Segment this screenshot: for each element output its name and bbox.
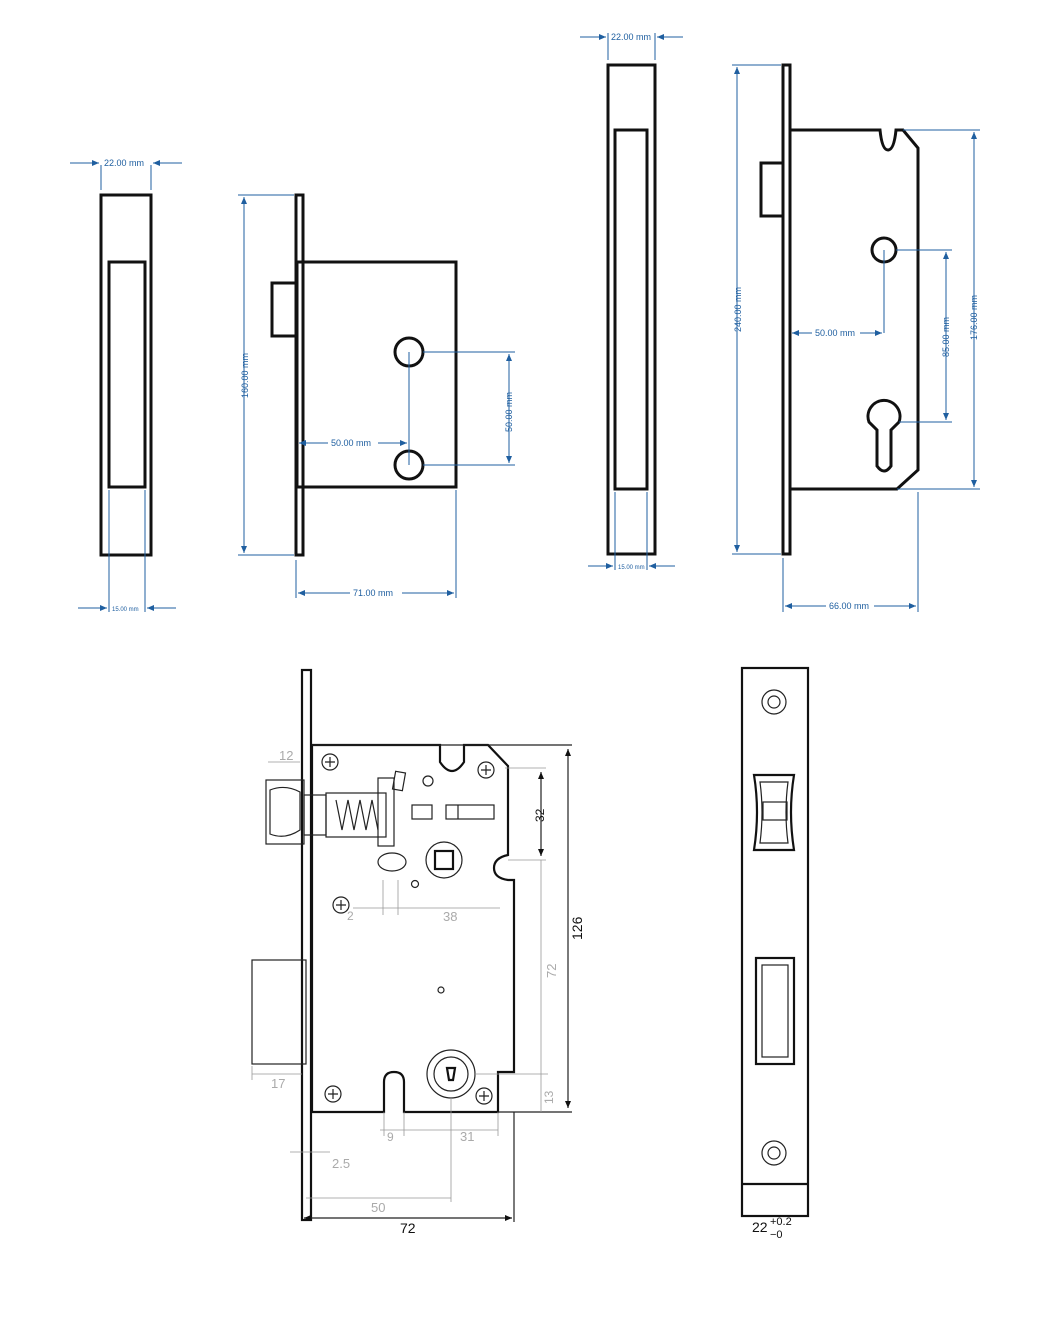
depth-66-label: 66.00 mm [829,601,869,611]
faceplate-width-label: 22.00 mm [104,158,144,168]
dim-72-label: 72 [400,1220,416,1236]
tolerance-plus-label: +0.2 [770,1216,792,1228]
dim-25-label: 2.5 [332,1156,350,1171]
faceplate-base-label: 22 [752,1219,768,1235]
dim-50-label: 50 [371,1200,385,1215]
dim-32-label: 32 [533,808,547,822]
dim-12-label: 12 [279,748,293,763]
dim-17-label: 17 [271,1076,285,1091]
faceplate-right-view: 22.00 mm 15.00 mm [580,32,683,571]
body-depth-label: 71.00 mm [353,588,393,598]
screw-bottom-left [324,1085,342,1103]
screw-top-right [477,761,495,779]
case-height-label: 176.00 mm [969,295,979,340]
euro-lock-body-view: 240.00 mm 176.00 mm 85.00 mm 50.00 mm 66… [732,63,980,612]
faceplate-front-view: 22 +0.2 −0 [740,666,810,1241]
screw-mid-left [332,896,350,914]
cylinder-spacing-label: 85.00 mm [941,317,951,357]
hole-spacing-label: 50.00 mm [504,392,514,432]
height-160-label: 160.00 mm [240,353,250,398]
lock-mechanism-internal-view: 126 32 72 13 12 2 38 17 9 31 2.5 50 [251,668,585,1236]
dim-13-label: 13 [542,1090,556,1104]
dim-72v-label: 72 [544,964,559,978]
backset-label: 50.00 mm [331,438,371,448]
dim-9-label: 9 [387,1130,394,1144]
height-240-label: 240.00 mm [733,287,743,332]
faceplate-left-view: 22.00 mm 15.00 mm [70,158,182,613]
tolerance-minus-label: −0 [770,1229,783,1241]
dim-2-label: 2 [347,909,354,923]
faceplate-slot-label: 15.00 mm [112,607,139,613]
faceplate2-slot-label: 15.00 mm [618,565,645,571]
dim-38-label: 38 [443,909,457,924]
dim-126-label: 126 [569,916,585,940]
faceplate2-width-label: 22.00 mm [611,32,651,42]
dim-31-label: 31 [460,1129,474,1144]
screw-bottom-right [475,1087,493,1105]
backset2-label: 50.00 mm [815,328,855,338]
screw-top-left [321,753,339,771]
lock-body-side-view: 160.00 mm 50.00 mm 50.00 mm 71.00 mm [238,193,515,599]
